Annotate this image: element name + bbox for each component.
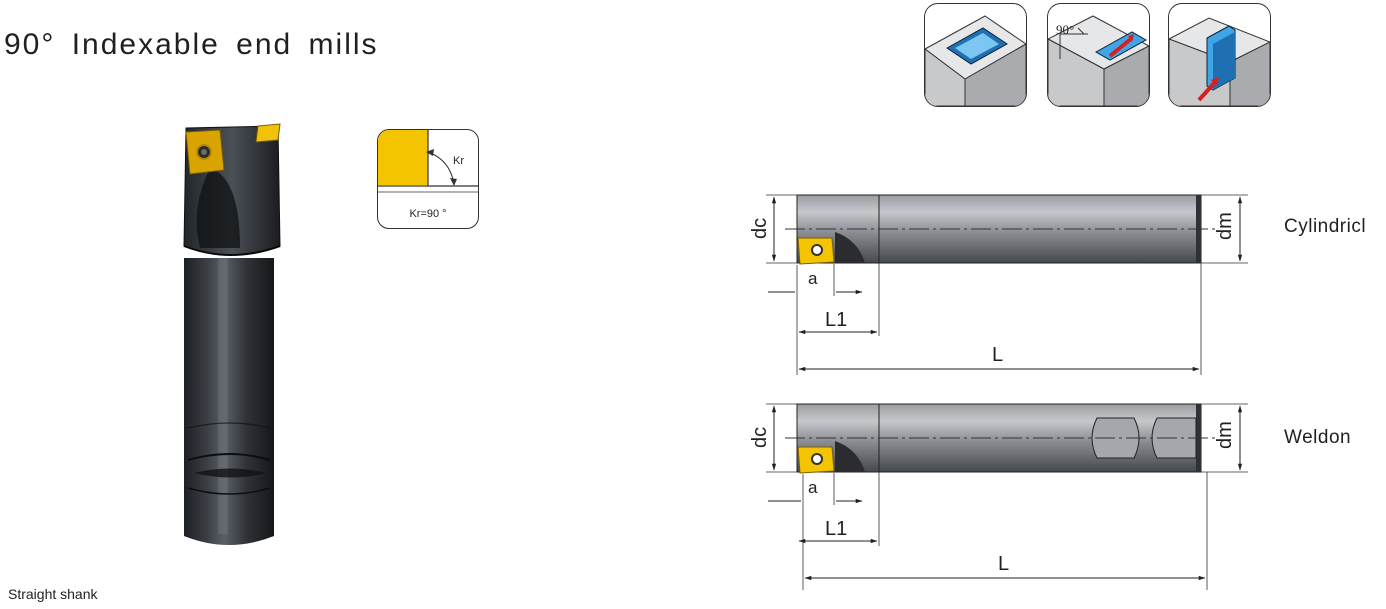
kr-angle-diagram: Kr Kr=90 ° — [377, 129, 479, 229]
l-label-wel: L — [998, 553, 1009, 575]
dm-label-wel: dm — [1214, 421, 1236, 449]
cylindrical-drawing: dc dm a L1 L — [749, 194, 1248, 375]
l1-label-wel: L1 — [825, 518, 847, 540]
l-label-cyl: L — [992, 344, 1003, 366]
l1-label-cyl: L1 — [825, 309, 847, 331]
page-title: 90° Indexable end mills — [4, 28, 379, 61]
shank-caption: Straight shank — [8, 586, 98, 602]
shoulder-milling-icon: 90° — [1047, 3, 1150, 107]
a-label-wel: a — [808, 478, 818, 497]
dm-label-cyl: dm — [1214, 212, 1236, 240]
slotting-icon — [1168, 3, 1271, 107]
angle-90-label: 90° — [1056, 22, 1074, 37]
weldon-drawing: dc dm a L1 L — [749, 403, 1248, 590]
weldon-shank-label: Weldon — [1284, 427, 1352, 448]
a-label-cyl: a — [808, 269, 818, 288]
kr-angle-caption: Kr=90 ° — [409, 208, 447, 220]
kr-angle-label: Kr — [453, 155, 464, 167]
cylindrical-shank-label: Cylindricl — [1284, 216, 1367, 237]
dc-label-wel: dc — [749, 427, 771, 448]
end-mill-photo — [170, 118, 300, 563]
pocketing-icon — [924, 3, 1027, 107]
dc-label-cyl: dc — [749, 218, 771, 239]
